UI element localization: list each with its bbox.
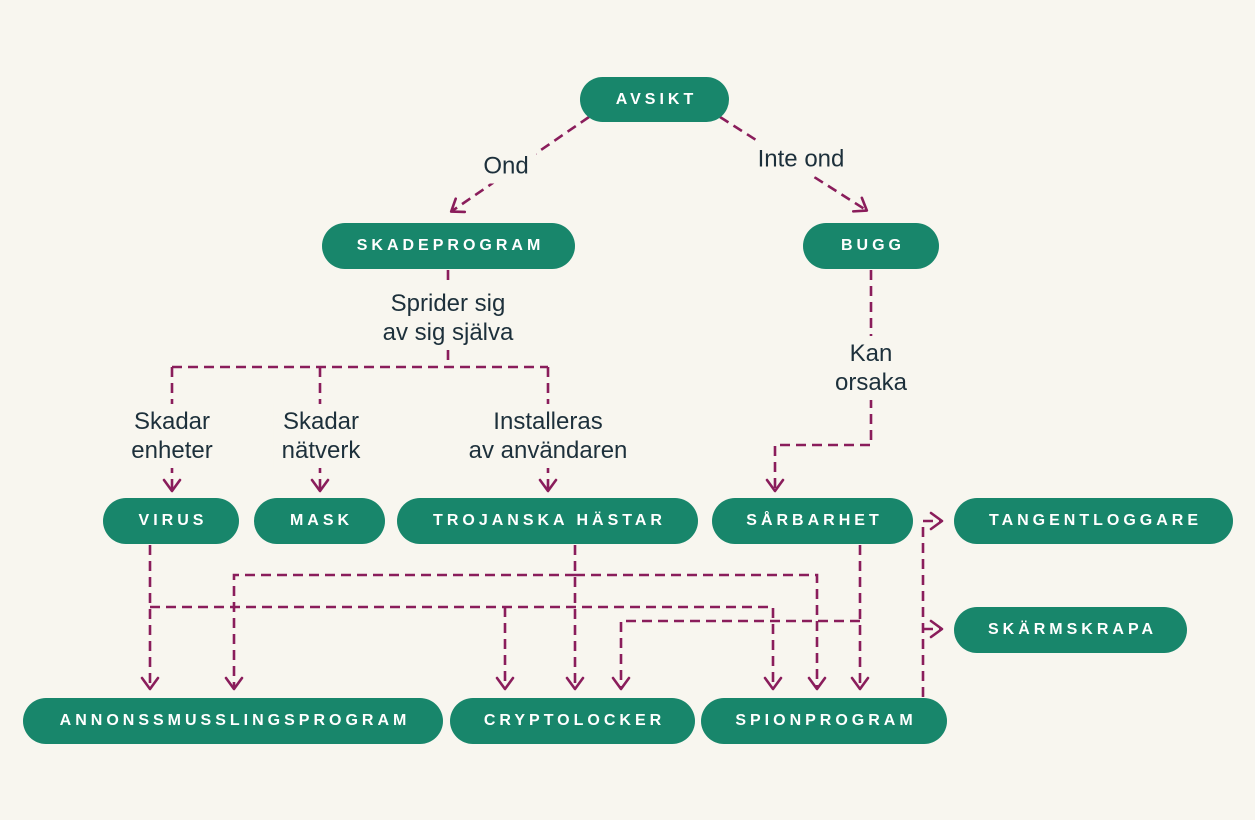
node-trojanska-hastar: TROJANSKA HÄSTAR [397,498,698,544]
node-tangentloggare: TANGENTLOGGARE [954,498,1233,544]
node-mask: MASK [254,498,385,544]
node-sarbarhet: SÅRBARHET [712,498,913,544]
edge-label-ond: Ond [475,148,537,184]
node-spionprogram: SPIONPROGRAM [701,698,947,744]
node-label-annonssmusslingsprogram: ANNONSSMUSSLINGSPROGRAM [59,712,411,729]
node-label-skarmskrapa: SKÄRMSKRAPA [987,621,1158,638]
node-label-avsikt: AVSIKT [615,90,698,108]
node-avsikt: AVSIKT [580,77,729,122]
node-label-bugg: BUGG [841,237,905,254]
node-label-skadeprogram: SKADEPROGRAM [356,237,545,254]
node-bugg: BUGG [803,223,939,269]
edge-label-inte-ond: Inte ond [749,141,853,177]
node-skadeprogram: SKADEPROGRAM [322,223,575,269]
node-label-mask: MASK [289,512,354,529]
edge-trojan-spion [575,573,827,691]
edge-spion-tangentloggare [921,511,944,697]
node-label-trojanska-hastar: TROJANSKA HÄSTAR [433,512,666,529]
node-label-cryptolocker: CRYPTOLOCKER [483,712,666,729]
node-virus: VIRUS [103,498,239,544]
node-label-virus: VIRUS [138,512,208,529]
node-cryptolocker: CRYPTOLOCKER [450,698,695,744]
edge-trojan-annons [224,573,575,691]
node-label-tangentloggare: TANGENTLOGGARE [988,512,1203,529]
node-skarmskrapa: SKÄRMSKRAPA [954,607,1187,653]
node-label-sarbarhet: SÅRBARHET [746,512,883,529]
node-label-spionprogram: SPIONPROGRAM [735,712,917,729]
edge-sarbarhet-crypto [611,619,860,691]
node-annonssmusslingsprogram: ANNONSSMUSSLINGSPROGRAM [23,698,443,744]
edge-virus-spion [150,605,783,691]
